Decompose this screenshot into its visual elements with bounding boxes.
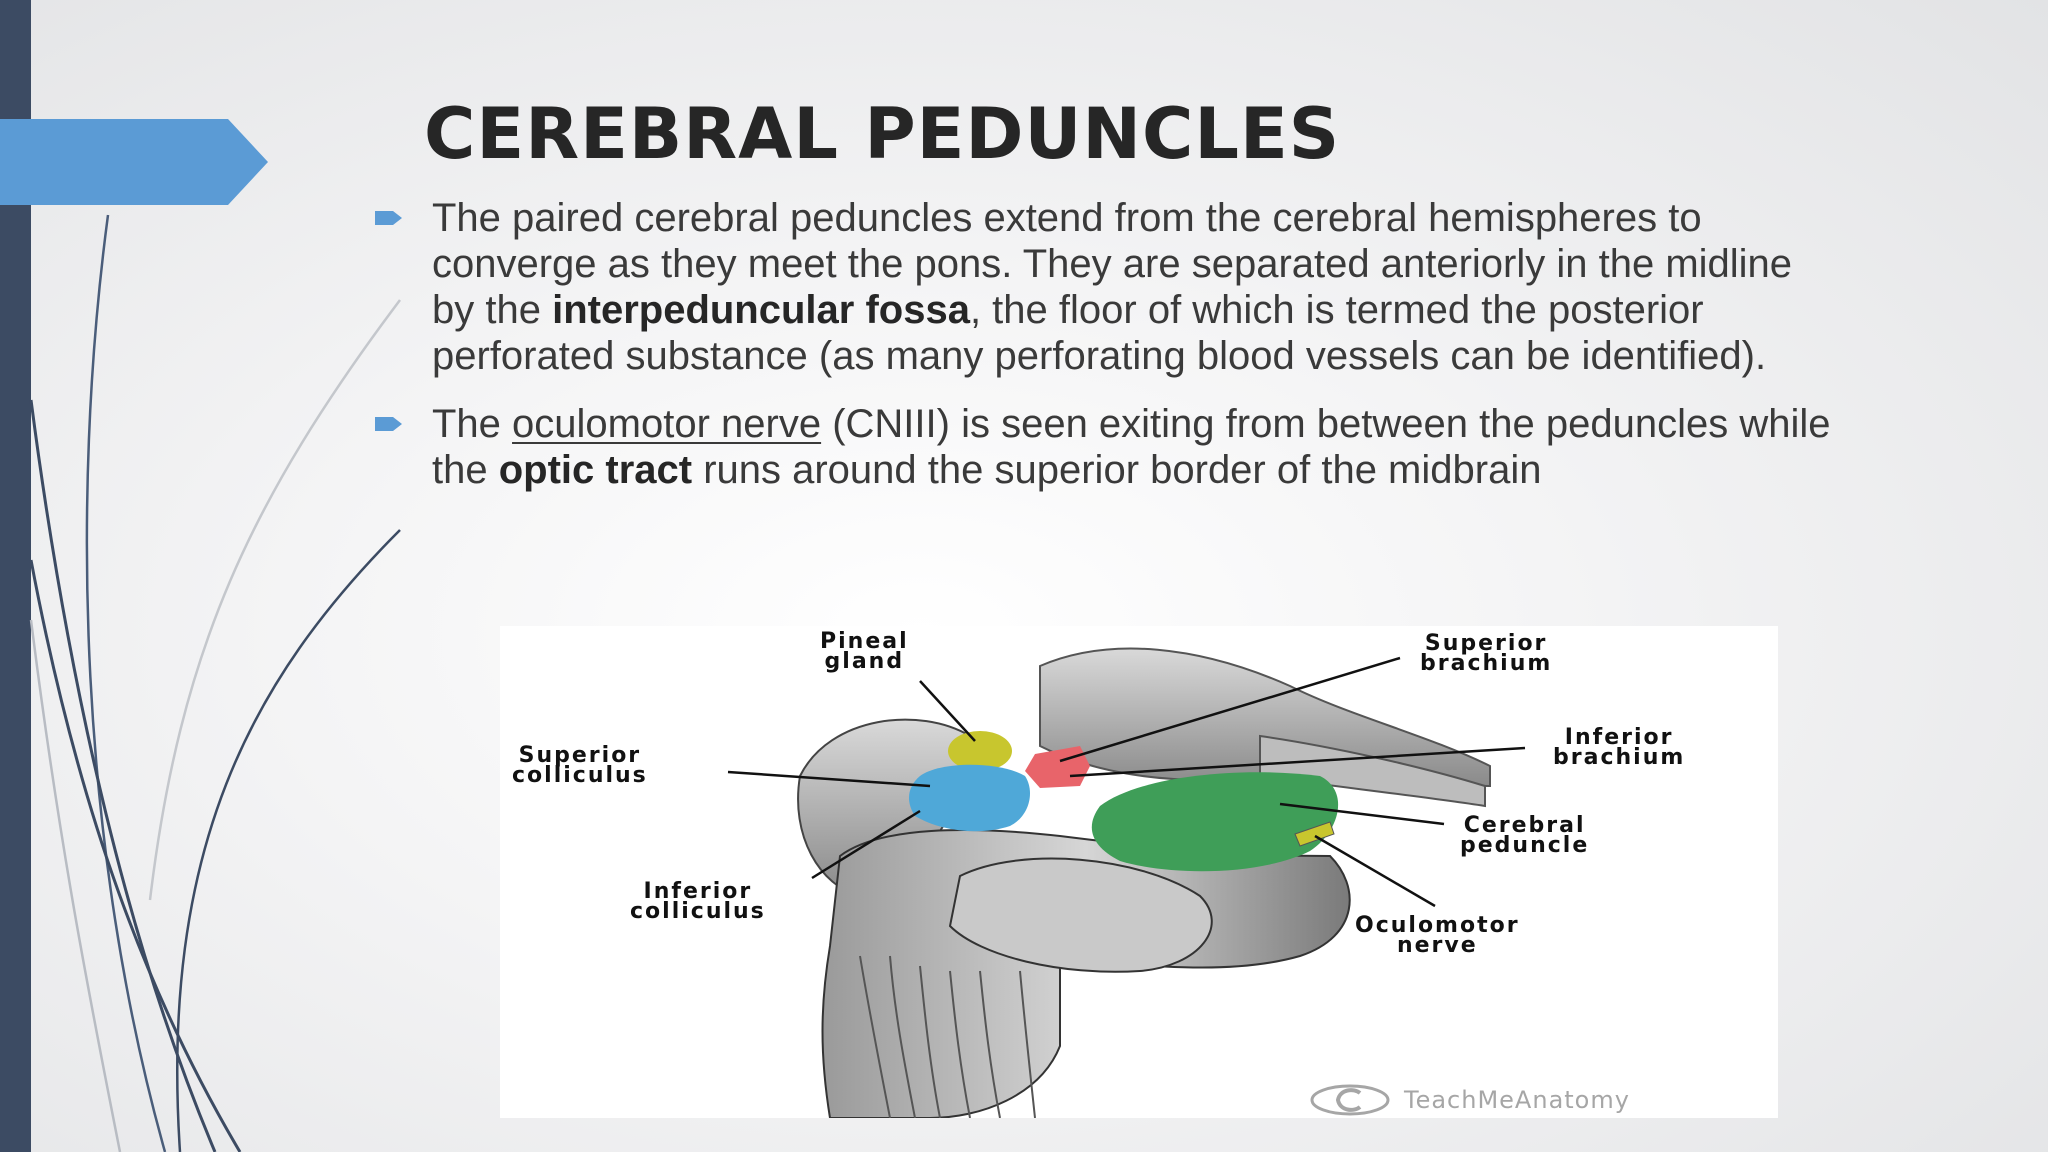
optic-tract-term: optic tract — [498, 448, 693, 492]
interpeduncular-fossa-term: interpeduncular fossa — [552, 288, 970, 332]
watermark: TeachMeAnatomy — [1310, 1084, 1630, 1116]
label-inferior-brachium: Inferior brachium — [1553, 725, 1686, 770]
brainstem-illustration — [727, 647, 1526, 1118]
label-inferior-colliculus: Inferior colliculus — [630, 879, 766, 924]
oculomotor-nerve-link[interactable]: oculomotor nerve — [512, 402, 822, 446]
label-superior-brachium: Superior brachium — [1420, 631, 1553, 676]
bullet1-text-2: , the floor of which is termed the poste… — [432, 288, 1767, 378]
watermark-text: TeachMeAnatomy — [1404, 1086, 1630, 1114]
bullet-arrow-icon — [375, 417, 402, 431]
label-oculomotor-nerve: Oculomotor nerve — [1355, 913, 1520, 958]
bullet1-text-1: The paired cerebral peduncles extend fro… — [432, 196, 1793, 332]
bullet-item-peduncles: The paired cerebral peduncles extend fro… — [375, 195, 1835, 379]
copyright-logo-icon — [1310, 1084, 1390, 1116]
label-pineal-gland: Pineal gland — [820, 629, 909, 674]
bullet2-text-3: runs around the superior border of the m… — [692, 448, 1542, 492]
decorative-curves — [29, 214, 402, 1152]
bullet2-text-1: The — [432, 402, 513, 446]
slide-title: CEREBRAL PEDUNCLES — [424, 93, 1341, 175]
bullet-list: The paired cerebral peduncles extend fro… — [375, 195, 1835, 515]
bullet-arrow-icon — [375, 211, 402, 225]
title-accent-arrow — [0, 119, 268, 205]
label-cerebral-peduncle: Cerebral peduncle — [1460, 813, 1590, 858]
brainstem-diagram: Pineal gland Superior brachium Superior … — [500, 626, 1778, 1118]
bullet2-text-2: (CNIII) is seen exiting from between the… — [432, 402, 1831, 492]
label-superior-colliculus: Superior colliculus — [512, 743, 648, 788]
bullet-item-oculomotor: The oculomotor nerve (CNIII) is seen exi… — [375, 401, 1835, 493]
